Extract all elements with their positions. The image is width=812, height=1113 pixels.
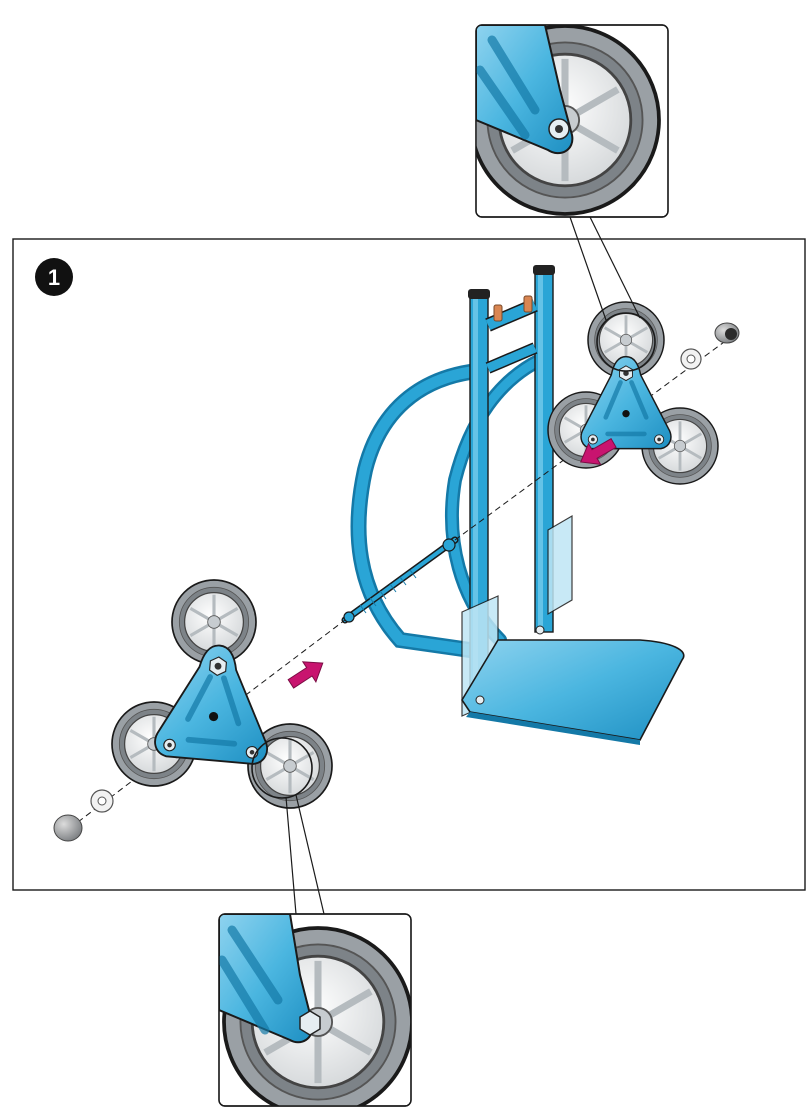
step-badge-icon: [35, 258, 73, 296]
step-number: 1: [48, 265, 60, 290]
hub-cap-left: [53, 814, 83, 842]
hand-truck: [341, 265, 685, 745]
wheel-assembly-left: [53, 578, 334, 842]
wheel-assembly-right: [546, 300, 740, 486]
callout-connectors: [285, 216, 641, 915]
step-frame: [12, 238, 806, 891]
detail-inset-top: [475, 24, 669, 218]
step-badge: 1: [35, 258, 73, 296]
detail-inset-bottom: [218, 913, 412, 1107]
